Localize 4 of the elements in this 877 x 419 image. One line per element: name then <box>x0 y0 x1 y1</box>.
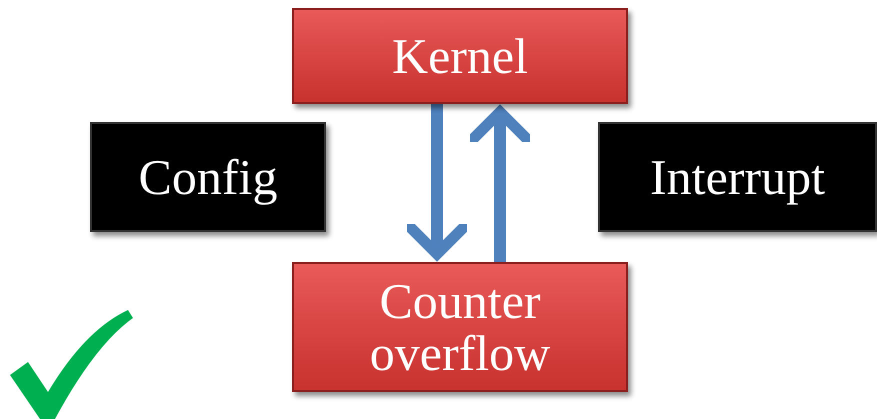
process-box: Kernel <box>292 8 628 104</box>
label-box: Interrupt <box>598 122 877 232</box>
process-box: Counter overflow <box>292 262 628 392</box>
label-box: Config <box>90 122 326 232</box>
